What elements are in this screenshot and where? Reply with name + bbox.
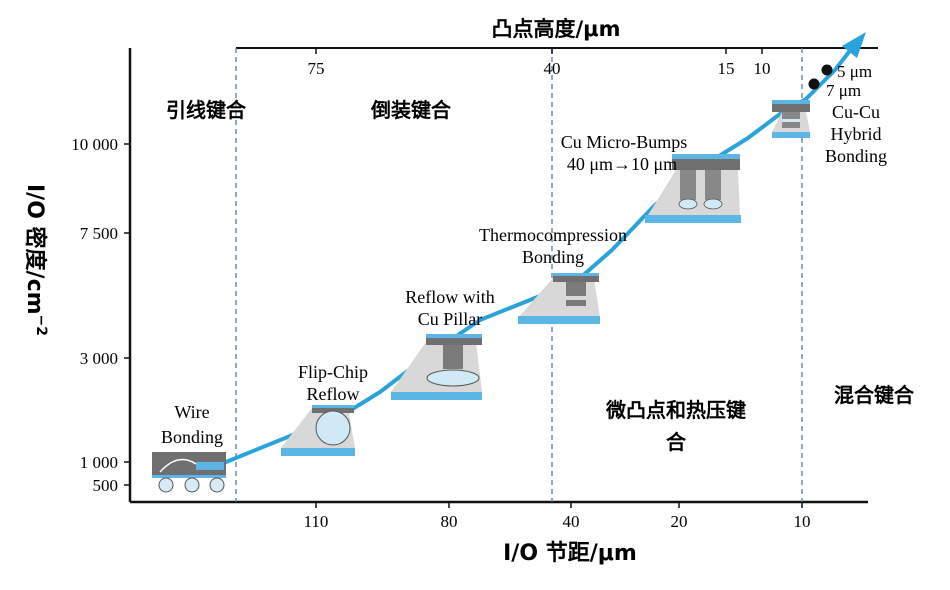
top-tick-label: 40 — [544, 59, 561, 78]
region-label-hybrid: 混合键合 — [834, 383, 915, 407]
bottom-tick-label: 40 — [563, 512, 580, 531]
stage-label-flip-2: Reflow — [307, 384, 360, 404]
stage-label-micro: Cu Micro-Bumps — [561, 132, 688, 152]
bottom-tick-label: 10 — [794, 512, 811, 531]
left-axis-title: I/O 密度/cm−2 — [22, 184, 49, 336]
stage-label-tc-2: Bonding — [522, 247, 584, 267]
y-tick-label: 1 000 — [80, 453, 118, 472]
y-tick-label: 10 000 — [71, 135, 118, 154]
region-label-micro: 微凸点和热压键 — [605, 398, 746, 422]
micro-bumps-illustration — [645, 154, 741, 223]
stage-label-wire-2: Bonding — [161, 427, 223, 447]
bottom-axis-title: I/O 节距/μm — [503, 541, 637, 566]
region-label-wire: 引线键合 — [166, 98, 247, 122]
thermocompression-illustration — [518, 273, 600, 324]
trend-arrowhead-icon — [842, 32, 866, 58]
stage-label-hybrid: Cu-Cu — [832, 102, 880, 122]
hybrid-bonding-illustration — [772, 100, 810, 138]
stage-label-pillar: Reflow with — [405, 287, 495, 307]
stage-label-hybrid-2: Hybrid — [831, 124, 882, 144]
stage-label-micro-2: 40 μm→10 μm — [567, 154, 677, 174]
y-tick-label: 7 500 — [80, 224, 118, 243]
top-tick-label: 75 — [308, 59, 325, 78]
wire-bonding-illustration — [152, 452, 226, 493]
marker-7um — [808, 78, 820, 90]
y-tick-label: 3 000 — [80, 349, 118, 368]
stage-label-pillar-2: Cu Pillar — [418, 309, 483, 329]
bottom-tick-label: 80 — [441, 512, 458, 531]
stage-label-wire: Wire — [174, 402, 209, 422]
region-label-micro-cont: 合 — [666, 430, 687, 454]
stage-label-tc: Thermocompression — [479, 225, 627, 245]
top-tick-label: 10 — [754, 59, 771, 78]
flip-chip-illustration — [281, 405, 355, 456]
cu-pillar-illustration — [391, 334, 482, 400]
top-axis-title: 凸点高度/μm — [491, 17, 620, 41]
top-tick-label: 15 — [718, 59, 735, 78]
marker-label-7um: 7 μm — [826, 81, 861, 100]
marker-label-5um: 5 μm — [837, 62, 872, 81]
y-tick-label: 500 — [93, 476, 119, 495]
bottom-tick-label: 110 — [304, 512, 329, 531]
region-label-flip: 倒装键合 — [370, 98, 452, 122]
marker-5um — [821, 64, 833, 76]
stage-label-flip: Flip-Chip — [298, 362, 368, 382]
stage-label-hybrid-3: Bonding — [825, 146, 887, 166]
bottom-tick-label: 20 — [671, 512, 688, 531]
